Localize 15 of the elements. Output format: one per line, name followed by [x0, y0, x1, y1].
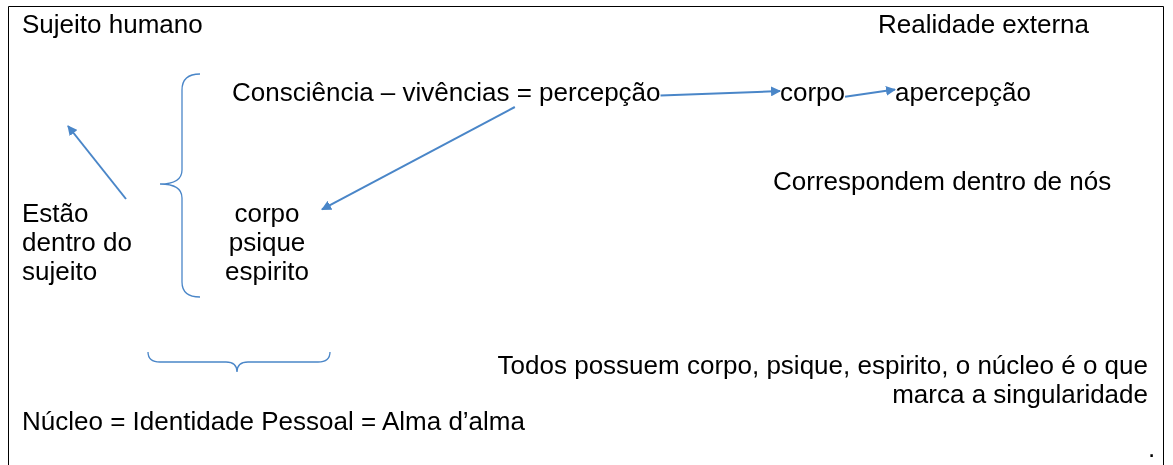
note-text: Estão dentro do sujeito: [22, 199, 152, 286]
arrow: [659, 86, 781, 97]
note-text: Correspondem dentro de nós: [773, 167, 1113, 196]
definition-text: Núcleo = Identidade Pessoal = Alma d’alma: [22, 407, 526, 436]
heading-text: Sujeito humano: [22, 10, 204, 39]
concept-text: corpo: [780, 78, 846, 107]
note-text: Todos possuem corpo, psique, espirito, o núcleo é o que marca a singularidade: [496, 351, 1148, 409]
arrow: [321, 106, 516, 211]
period-mark: .: [1148, 434, 1157, 463]
arrow: [844, 85, 896, 98]
heading-text: Realidade externa: [878, 10, 1091, 39]
concept-text: Consciência – vivências = percepção: [232, 78, 661, 107]
arrow: [67, 125, 127, 200]
concept-list: corpo psique espirito: [212, 199, 322, 286]
concept-text: apercepção: [895, 78, 1031, 107]
